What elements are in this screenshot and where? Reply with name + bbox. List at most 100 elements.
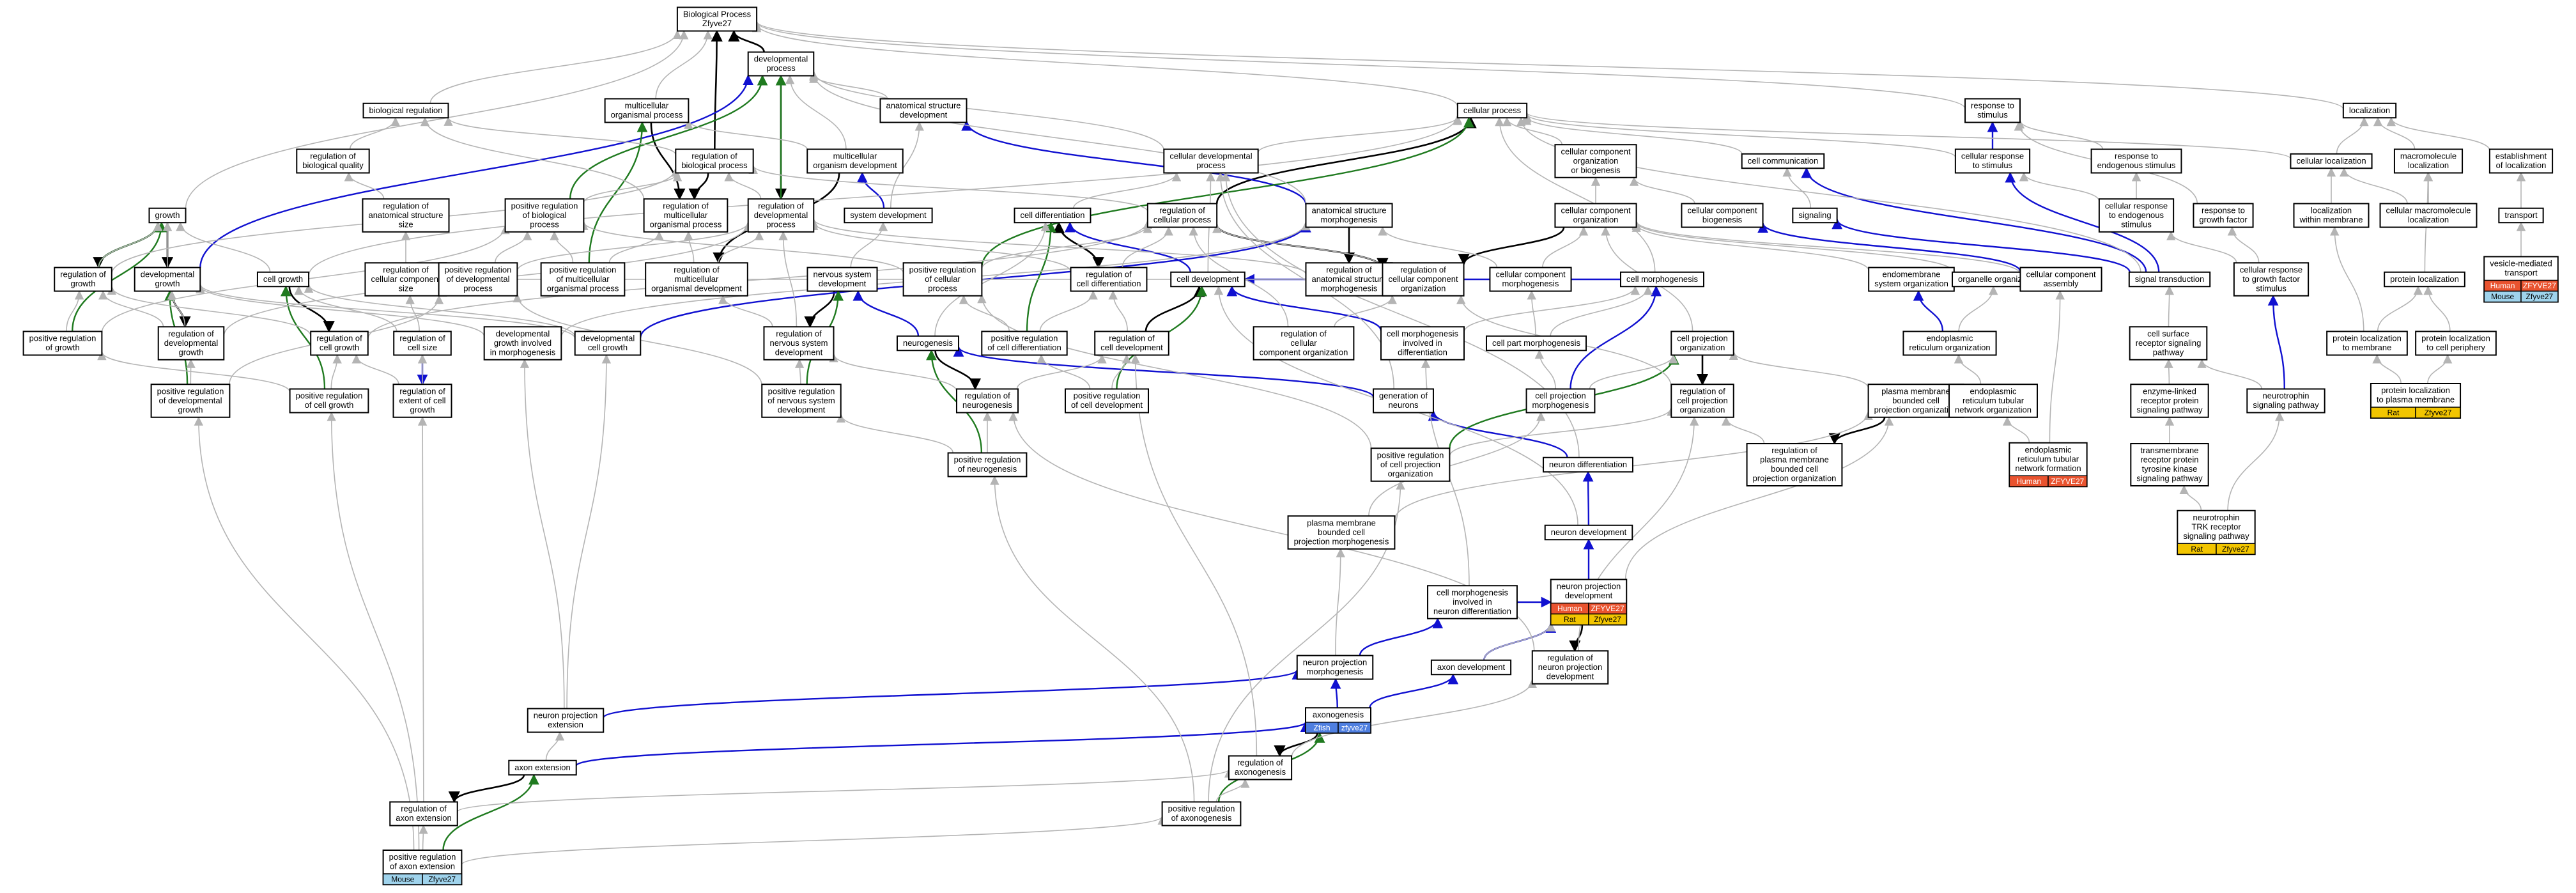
node-box xyxy=(508,759,577,776)
node-label-line: projection organization xyxy=(1874,405,1958,414)
node-label-line: cellular process xyxy=(1463,105,1522,115)
node-label-line: biogenesis xyxy=(1702,215,1743,224)
node-label-line: protein localization xyxy=(2333,334,2402,343)
edge-rcg-to-rog xyxy=(107,285,311,336)
edge-rmop-to-breg xyxy=(420,116,645,200)
node-label-line: multicellular xyxy=(833,151,877,161)
edge-prdp-to-rdp xyxy=(516,221,753,272)
node-label-line: cell surface xyxy=(2147,329,2189,338)
node-label-line: projection morphogenesis xyxy=(1294,536,1389,546)
edge-axono-to-raxono xyxy=(1274,733,1318,757)
go-node-celldev: cell development xyxy=(1170,271,1246,288)
node-box xyxy=(1228,755,1293,780)
edge-rdg-to-dgrowth xyxy=(167,290,186,327)
node-label-line: to stimulus xyxy=(1973,160,2013,170)
gene-symbol: Zfyve27 xyxy=(428,875,456,884)
species-label: Rat xyxy=(2387,408,2400,417)
node-label-line: regulation of xyxy=(401,804,447,814)
edge-crs-to-cp xyxy=(1522,113,1956,158)
node-box xyxy=(1670,330,1734,356)
node-label-line: involved in xyxy=(1453,597,1492,607)
node-label-line: endomembrane xyxy=(1882,270,1940,279)
node-label-line: protein localization xyxy=(2390,274,2459,284)
node-label-line: axon extension xyxy=(514,763,570,772)
node-label-line: positive regulation xyxy=(909,265,976,274)
node-label-line: of neurogenesis xyxy=(958,464,1017,474)
node-box xyxy=(1014,207,1091,224)
node-label-line: transmembrane xyxy=(2140,446,2198,455)
node-label-line: regulation of xyxy=(1400,265,1446,274)
edge-nsd-to-rnsd xyxy=(804,291,835,329)
edge-prog-to-rog xyxy=(66,290,84,332)
edge-neurogenesis-to-nsd xyxy=(852,290,920,336)
node-label-line: neurogenesis xyxy=(962,400,1013,410)
node-label-line: of cellular xyxy=(925,274,960,284)
node-label-line: signaling pathway xyxy=(2253,400,2319,410)
node-label-line: neuron differentiation xyxy=(1433,606,1511,616)
edge-rcdev-to-celldev xyxy=(1145,285,1205,332)
node-box xyxy=(1170,271,1246,288)
node-label-line: bounded cell xyxy=(1771,464,1818,474)
node-box xyxy=(604,98,690,123)
node-box xyxy=(1094,330,1169,356)
edge-rnsd-to-rmod xyxy=(718,295,773,327)
gene-badge xyxy=(2415,407,2461,419)
edge-cca-to-ccb xyxy=(1757,222,2021,272)
node-box xyxy=(1163,148,1259,174)
go-node-sysdev: system development xyxy=(844,207,933,224)
node-box xyxy=(157,326,225,361)
node-label-line: size xyxy=(398,219,413,229)
node-layer: Biological ProcessZfyve27developmentalpr… xyxy=(22,6,2559,885)
species-label: Human xyxy=(1557,604,1582,613)
node-box xyxy=(902,262,983,297)
node-label-line: neuron differentiation xyxy=(1549,460,1627,469)
node-label-line: response to xyxy=(2202,206,2245,215)
node-box xyxy=(1161,801,1242,827)
edge-ccb-to-ccob xyxy=(1629,176,1695,204)
node-label-line: or biogenesis xyxy=(1571,165,1621,175)
node-label-line: of nervous system xyxy=(767,396,835,405)
node-box xyxy=(1430,659,1512,676)
node-label-line: of cell development xyxy=(1071,400,1143,410)
edge-crgf-to-rgf xyxy=(2227,226,2260,263)
node-label-line: protein localization xyxy=(2421,334,2490,343)
edge-asm-to-dev xyxy=(809,72,1307,205)
edge-prcpo-to-prcp xyxy=(977,293,1372,449)
node-label-line: multicellular xyxy=(675,274,719,284)
edge-mml-to-loc xyxy=(2373,116,2416,150)
node-box xyxy=(1070,267,1148,292)
node-box xyxy=(1146,203,1218,228)
edge-cellmorph-to-cp xyxy=(1495,116,1656,272)
node-box xyxy=(2290,153,2373,169)
edge-oorg-to-cco xyxy=(1631,221,1954,273)
edge-prcdev-to-prcdiff xyxy=(1037,354,1091,389)
node-box xyxy=(392,384,452,418)
node-label-line: pathway xyxy=(2153,347,2184,357)
edge-cdiff-to-cdp xyxy=(1073,172,1182,209)
node-label-line: cellular process xyxy=(1153,215,1212,224)
node-box xyxy=(1489,267,1572,292)
node-label-line: to cell periphery xyxy=(2426,343,2485,352)
node-label-line: cellular component xyxy=(1388,274,1458,284)
node-label-line: positive regulation xyxy=(954,455,1021,465)
node-label-line: organization xyxy=(1573,156,1619,166)
node-box xyxy=(1741,153,1825,169)
node-label-line: regulation of xyxy=(691,151,737,161)
node-box xyxy=(1287,515,1396,550)
edge-npd-to-pmbcpo xyxy=(1624,416,1894,580)
node-label-line: development xyxy=(778,405,826,414)
edge-prmop-to-morg xyxy=(588,121,648,263)
